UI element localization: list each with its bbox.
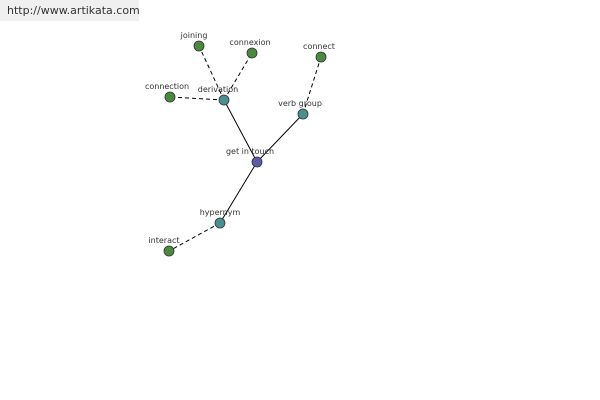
label-connection: connection (145, 82, 189, 91)
node-get-in-touch[interactable] (251, 156, 263, 168)
node-hypernym[interactable] (214, 217, 226, 229)
edge-derivation-connexion (223, 52, 253, 101)
site-url-link[interactable]: http://www.artikata.com (0, 0, 140, 21)
label-derivation: derivation (198, 85, 238, 94)
node-connection[interactable] (164, 91, 176, 103)
label-hypernym: hypernym (200, 208, 241, 217)
edge-center-verb-group (256, 113, 304, 163)
label-get-in-touch: get in touch (226, 147, 274, 156)
edge-derivation-joining (198, 45, 225, 101)
label-connexion: connexion (229, 38, 270, 47)
edge-center-hypernym (219, 161, 258, 224)
edge-derivation-connection (169, 96, 225, 101)
label-verb-group: verb group (278, 99, 322, 108)
node-interact[interactable] (163, 245, 175, 257)
node-connect[interactable] (315, 51, 327, 63)
label-interact: interact (148, 236, 179, 245)
label-connect: connect (303, 42, 335, 51)
edge-hypernym-interact (168, 222, 221, 252)
node-joining[interactable] (193, 40, 205, 52)
node-derivation[interactable] (218, 94, 230, 106)
edge-center-derivation (223, 99, 258, 163)
edge-verb-group-connect (302, 56, 322, 115)
label-joining: joining (180, 31, 208, 40)
node-connexion[interactable] (246, 47, 258, 59)
node-verb-group[interactable] (297, 108, 309, 120)
